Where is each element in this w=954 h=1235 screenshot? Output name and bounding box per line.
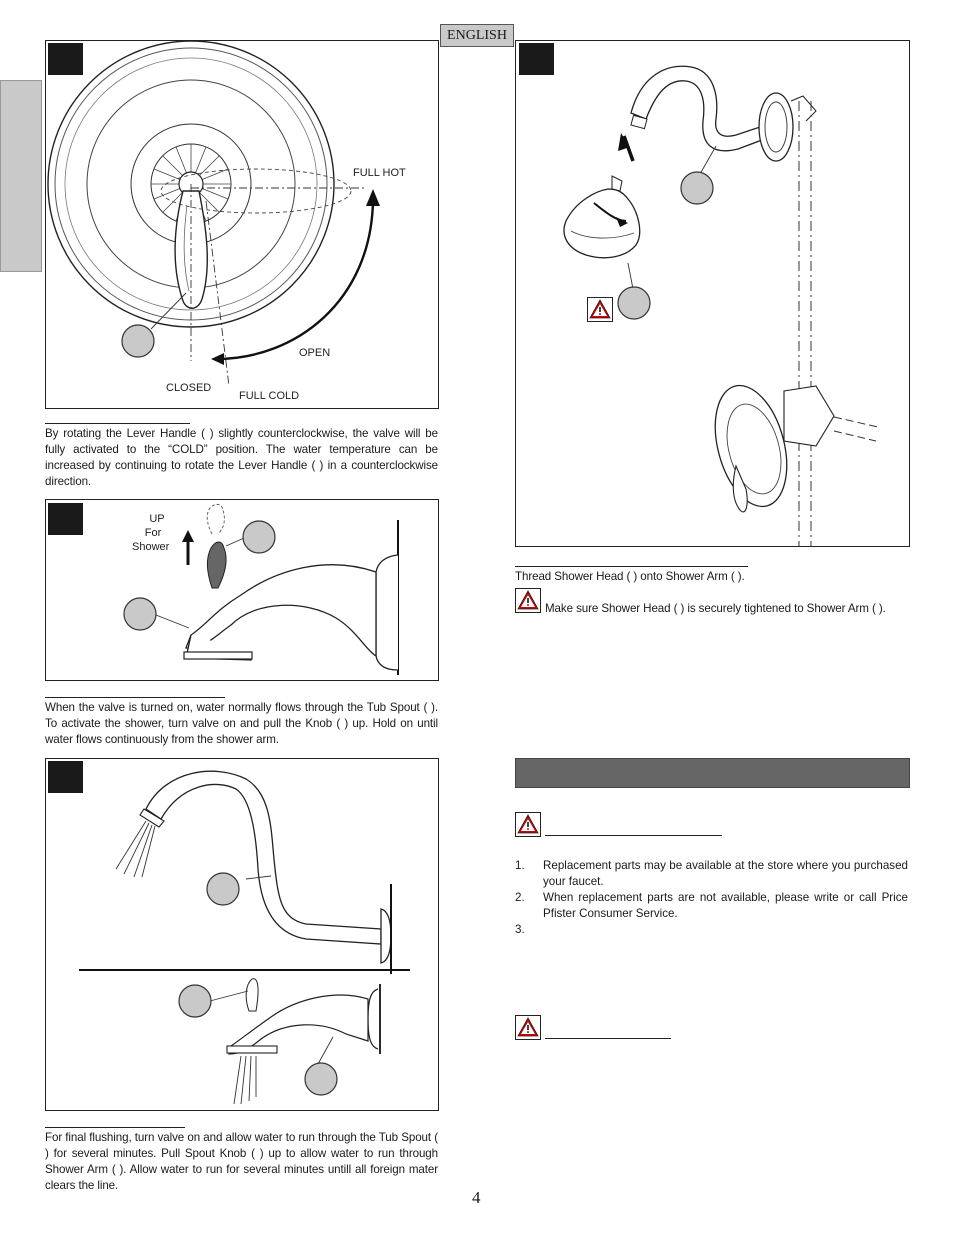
lever-paragraph: By rotating the Lever Handle ( ) slightl… xyxy=(45,427,438,488)
flushing-drawing xyxy=(48,761,410,1105)
side-tab xyxy=(0,80,42,272)
closed-label: CLOSED xyxy=(166,382,212,394)
valve-handle-drawing xyxy=(47,41,380,387)
replacement-list: 1. Replacement parts may be available at… xyxy=(515,858,908,938)
figure-tub-spout: UP For Shower xyxy=(45,499,439,681)
page-number: 4 xyxy=(472,1188,481,1207)
warning-icon xyxy=(515,588,541,618)
spout-paragraph: When the valve is turned on, water norma… xyxy=(45,701,438,746)
for-label: For xyxy=(144,527,162,539)
list-item-text: Replacement parts may be available at th… xyxy=(543,859,908,888)
section-banner xyxy=(515,758,910,788)
list-item: 3. xyxy=(515,922,908,938)
figure-shower-head xyxy=(515,40,910,547)
shower-label: Shower xyxy=(132,541,170,553)
list-item: 1. Replacement parts may be available at… xyxy=(515,858,908,890)
figure-valve-handle: FULL HOT OPEN CLOSED FULL COLD xyxy=(45,40,439,409)
flush-section-rule xyxy=(45,1127,185,1128)
lever-section-rule xyxy=(45,423,190,424)
list-item-number: 1. xyxy=(515,859,525,872)
up-label: UP xyxy=(149,513,165,525)
thread-paragraph: Thread Shower Head ( ) onto Shower Arm (… xyxy=(515,570,745,583)
warning-paragraph: Make sure Shower Head ( ) is securely ti… xyxy=(545,602,886,615)
shower-head-drawing xyxy=(519,43,879,546)
replacement-heading-rule xyxy=(545,835,722,836)
warning-icon xyxy=(515,1015,541,1045)
flush-paragraph: For final flushing, turn valve on and al… xyxy=(45,1131,438,1192)
list-item: 2. When replacement parts are not availa… xyxy=(515,890,908,922)
list-item-number: 3. xyxy=(515,923,525,936)
language-tab: ENGLISH xyxy=(440,24,514,47)
thread-section-rule xyxy=(515,566,748,567)
list-item-text: When replacement parts are not available… xyxy=(543,891,908,920)
full-cold-label: FULL COLD xyxy=(239,390,300,402)
full-hot-label: FULL HOT xyxy=(353,167,406,179)
spout-section-rule xyxy=(45,697,225,698)
tub-spout-drawing xyxy=(48,503,399,675)
maintenance-heading-rule xyxy=(545,1038,671,1039)
warning-icon xyxy=(515,812,541,842)
open-label: OPEN xyxy=(299,347,331,359)
figure-flushing xyxy=(45,758,439,1111)
list-item-number: 2. xyxy=(515,891,525,904)
